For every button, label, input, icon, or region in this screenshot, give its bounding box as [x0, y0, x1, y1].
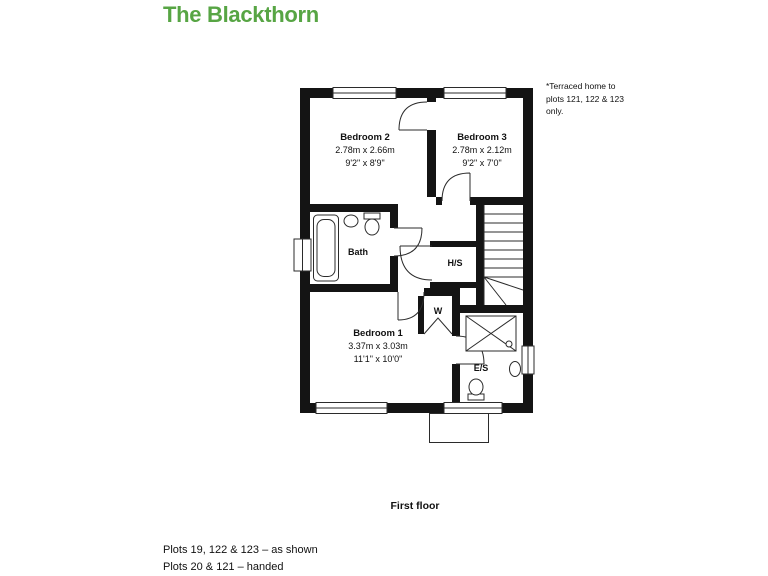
ensuite-basin-icon [509, 361, 521, 377]
plots-as-shown: Plots 19, 122 & 123 – as shown [163, 544, 318, 556]
bifold-door-icon [423, 317, 453, 335]
ensuite-fixtures [465, 315, 521, 401]
plots-handed: Plots 20 & 121 – handed [163, 560, 284, 573]
room-dim-imperial: 9'2" x 7'0" [462, 157, 502, 168]
room-name: Bedroom 3 [457, 132, 507, 143]
wardrobe-label: W [433, 306, 443, 316]
plots-footer: Plots 19, 122 & 123 – as shown Plots 20 … [163, 542, 318, 575]
terraced-note: *Terraced home to plots 121, 122 & 123 o… [546, 81, 624, 116]
bedroom3-label: Bedroom 3 2.78m x 2.12m 9'2" x 7'0" [452, 131, 512, 169]
room-dim-metric: 2.78m x 2.12m [452, 145, 512, 155]
bedroom1-label: Bedroom 1 3.37m x 3.03m 11'1" x 10'0" [348, 327, 408, 365]
floor-label: First floor [390, 500, 440, 512]
basin-icon [343, 214, 359, 228]
room-name: Bedroom 1 [353, 328, 403, 339]
room-dim-imperial: 9'2" x 8'9" [345, 157, 385, 168]
bath-fixtures [313, 212, 381, 282]
bedroom2-label: Bedroom 2 2.78m x 2.66m 9'2" x 8'9" [335, 131, 395, 169]
toilet-icon [363, 212, 381, 220]
room-dim-metric: 2.78m x 2.66m [335, 145, 395, 155]
bath-label: Bath [348, 247, 368, 257]
stairs-icon [483, 205, 524, 306]
internal-walls [310, 98, 523, 403]
hs-label: H/S [447, 258, 463, 268]
porch-outline [429, 413, 489, 443]
room-dim-metric: 3.37m x 3.03m [348, 341, 408, 351]
door-swings [393, 101, 485, 365]
ensuite-label: E/S [473, 363, 489, 373]
room-name: Bedroom 2 [340, 132, 390, 143]
windows [293, 87, 535, 414]
room-dim-imperial: 11'1" x 10'0" [353, 353, 403, 364]
page-title: The Blackthorn [163, 2, 319, 27]
